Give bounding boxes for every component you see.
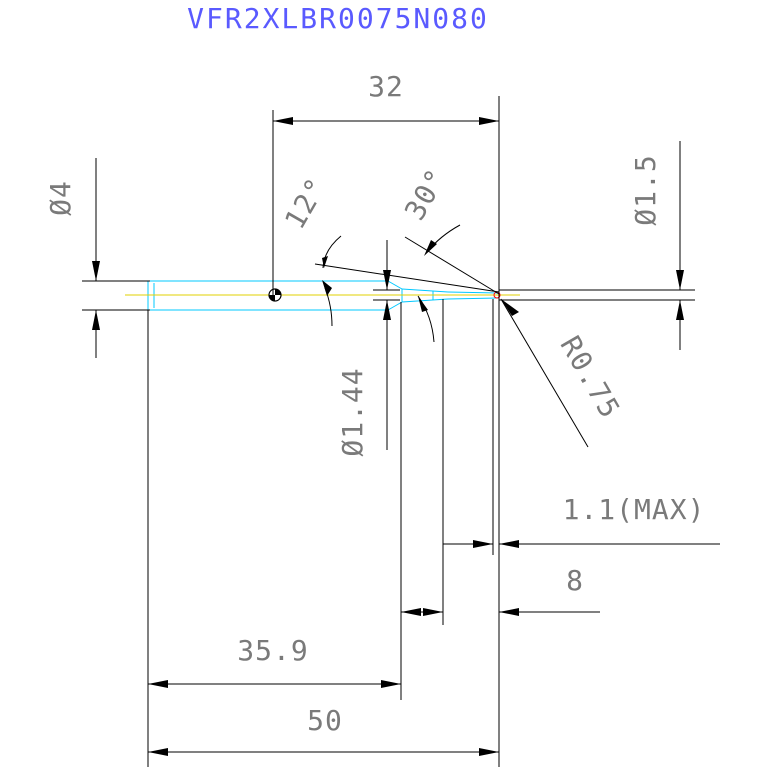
dim-angle-30: 30° — [398, 163, 500, 343]
angle-12-label: 12° — [278, 172, 333, 235]
overall-length-label: 50 — [307, 704, 343, 737]
dim-angle-12: 12° — [278, 172, 500, 327]
length-8-label: 8 — [566, 564, 584, 597]
length-35-9-label: 35.9 — [237, 634, 308, 667]
dim-radius: R0.75 — [500, 298, 627, 448]
dim-shank-diameter: Ø4 — [44, 158, 150, 358]
length-32-label: 32 — [368, 70, 404, 103]
dim-length-8: 8 — [401, 564, 600, 616]
dim-overall-length: 50 — [148, 704, 499, 756]
angle-30-label: 30° — [398, 163, 453, 226]
neck-diameter-small-label: Ø1.5 — [629, 154, 662, 225]
dim-effective-length: 1.1(MAX) — [443, 493, 720, 548]
extension-lines — [147, 299, 494, 767]
dim-neck-diameter: Ø1.44 — [336, 240, 400, 457]
neck-diameter-label: Ø1.44 — [336, 367, 369, 456]
dim-length-32: 32 — [272, 70, 500, 767]
dim-length-35-9: 35.9 — [148, 634, 401, 688]
drawing-title: VFR2XLBR0075N080 — [187, 2, 489, 35]
reference-point-symbol — [268, 288, 282, 302]
radius-label: R0.75 — [554, 330, 627, 424]
dim-neck-diameter-small: Ø1.5 — [499, 141, 695, 350]
shank-diameter-label: Ø4 — [44, 180, 77, 216]
effective-length-label: 1.1(MAX) — [563, 493, 706, 526]
